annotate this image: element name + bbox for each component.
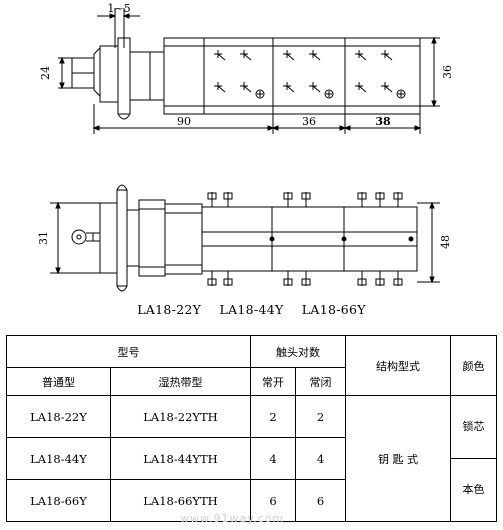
table-row: LA18-66Y LA18-66YTH 6 6	[6, 479, 497, 522]
subheader-humid: 湿热带型	[110, 367, 251, 396]
cell-humid-model: LA18-44YTH	[110, 437, 251, 480]
cell-normally-open: 2	[250, 395, 296, 438]
watermark: www.91way.com	[180, 512, 285, 525]
terminal-pin-icon	[301, 192, 311, 207]
cell-normally-open: 6	[250, 479, 296, 522]
cell-color-1: 锁芯	[451, 396, 496, 459]
terminal-pin-icon	[301, 271, 311, 286]
terminal-pin-icon	[223, 271, 233, 286]
dim-gap: 1~5	[107, 2, 130, 15]
model-caption-3: LA18-66Y	[301, 302, 366, 317]
terminal-screw-icon	[381, 82, 393, 93]
dim-module-1: 36	[302, 115, 316, 128]
terminal-pin-icon	[357, 271, 367, 286]
terminal-screw-icon	[283, 50, 295, 61]
terminal-pin-icon	[393, 271, 403, 286]
header-contacts: 触头对数	[250, 335, 346, 368]
model-caption-1: LA18-22Y	[137, 302, 202, 317]
cell-normally-closed: 2	[295, 395, 346, 438]
terminal-screw-icon	[309, 82, 321, 93]
table-row: LA18-44Y LA18-44YTH 4 4	[6, 437, 497, 480]
terminal-screw-icon	[240, 82, 252, 93]
header-model: 型号	[6, 335, 251, 368]
cell-normally-open: 4	[250, 437, 296, 480]
cell-normal-model: LA18-66Y	[6, 479, 111, 522]
cell-color: 锁芯 本色	[450, 395, 497, 522]
dim-front-height: 24	[39, 66, 52, 80]
terminal-pin-icon	[207, 271, 217, 286]
terminal-pin-icon	[283, 192, 293, 207]
dim-side-height: 31	[37, 231, 50, 245]
terminal-screw-icon	[214, 50, 226, 61]
subheader-normally-open: 常开	[250, 367, 296, 396]
terminal-pin-icon	[375, 271, 385, 286]
terminal-screw-icon	[214, 82, 226, 93]
terminal-screw-icon	[355, 50, 367, 61]
terminal-pin-icon	[357, 192, 367, 207]
subheader-normal: 普通型	[6, 367, 111, 396]
terminal-ring-icon	[396, 89, 406, 99]
dim-side-width: 48	[439, 235, 452, 249]
table-row: LA18-22Y LA18-22YTH 2 2 钥 匙 式 锁芯 本色	[6, 395, 497, 522]
technical-drawing: 1~5 24 36 90 36 38 31 48	[37, 2, 454, 292]
terminal-pin-icon	[223, 192, 233, 207]
terminal-screw-icon	[381, 50, 393, 61]
terminal-screw-icon	[283, 82, 295, 93]
dim-module-2: 38	[375, 115, 391, 128]
terminal-screw-icon	[240, 50, 252, 61]
terminal-ring-icon	[255, 89, 265, 99]
terminal-ring-icon	[324, 89, 334, 99]
dim-right-height: 36	[441, 65, 454, 79]
top-view	[58, 8, 440, 134]
cell-structure: 钥 匙 式	[345, 395, 451, 522]
header-color: 颜色	[450, 335, 497, 396]
terminal-pin-icon	[283, 271, 293, 286]
terminal-screw-icon	[309, 50, 321, 61]
subheader-normally-closed: 常闭	[295, 367, 346, 396]
cell-normally-closed: 4	[295, 437, 346, 480]
terminal-screw-icon	[355, 82, 367, 93]
model-caption: LA18-22Y LA18-44Y LA18-66Y	[0, 302, 503, 317]
cell-humid-model: LA18-22YTH	[110, 395, 251, 438]
model-caption-2: LA18-44Y	[219, 302, 284, 317]
header-structure: 结构型式	[345, 335, 451, 396]
dim-length-main: 90	[177, 115, 191, 128]
cell-color-2: 本色	[462, 483, 485, 496]
terminal-pin-icon	[393, 192, 403, 207]
terminal-pin-icon	[207, 192, 217, 207]
cell-normal-model: LA18-22Y	[6, 395, 111, 438]
side-view	[50, 184, 440, 292]
cell-normal-model: LA18-44Y	[6, 437, 111, 480]
cell-normally-closed: 6	[295, 479, 346, 522]
terminal-pin-icon	[375, 192, 385, 207]
spec-table: 型号 触头对数 结构型式 颜色 普通型 湿热带型 常开 常闭 LA18-22Y …	[6, 335, 497, 522]
